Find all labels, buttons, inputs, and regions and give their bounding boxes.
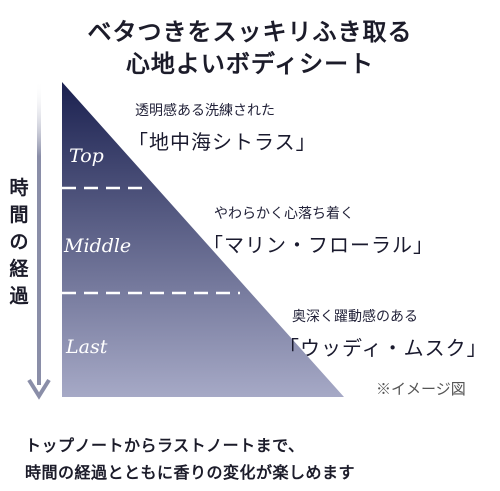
top-note-scent: 「地中海シトラス」: [128, 130, 317, 154]
axis-char: 間: [9, 204, 29, 226]
axis-char: 経: [9, 258, 29, 280]
bottom-text-line-2: 時間の経過とともに香りの変化が楽しめます: [25, 463, 356, 482]
middle-note-scent: 「マリン・フローラル」: [203, 233, 434, 257]
stage-label-middle: Middle: [63, 235, 131, 257]
middle-note-description: やわらかく心落ち着く: [214, 206, 354, 222]
stage-label-top: Top: [69, 145, 104, 167]
axis-char: 過: [9, 285, 29, 307]
time-axis-label: 時 間 の 経 過: [8, 175, 30, 310]
time-arrow-shaft: [37, 80, 41, 385]
fragrance-triangle: [62, 82, 344, 397]
last-note-scent: 「ウッディ・ムスク」: [279, 336, 488, 360]
axis-char: の: [9, 231, 29, 253]
title-line-2: 心地よいボディシート: [125, 49, 375, 78]
title-line-1: ベタつきをスッキリふき取る: [87, 17, 413, 46]
bottom-text-line-1: トップノートからラストノートまで、: [25, 436, 305, 455]
axis-char: 時: [9, 177, 29, 199]
last-note-description: 奥深く躍動感のある: [292, 309, 418, 325]
stage-label-last: Last: [65, 336, 108, 358]
image-note: ※イメージ図: [376, 380, 466, 398]
top-note-description: 透明感ある洗練された: [135, 103, 275, 119]
time-arrow-head-icon: [27, 378, 51, 400]
